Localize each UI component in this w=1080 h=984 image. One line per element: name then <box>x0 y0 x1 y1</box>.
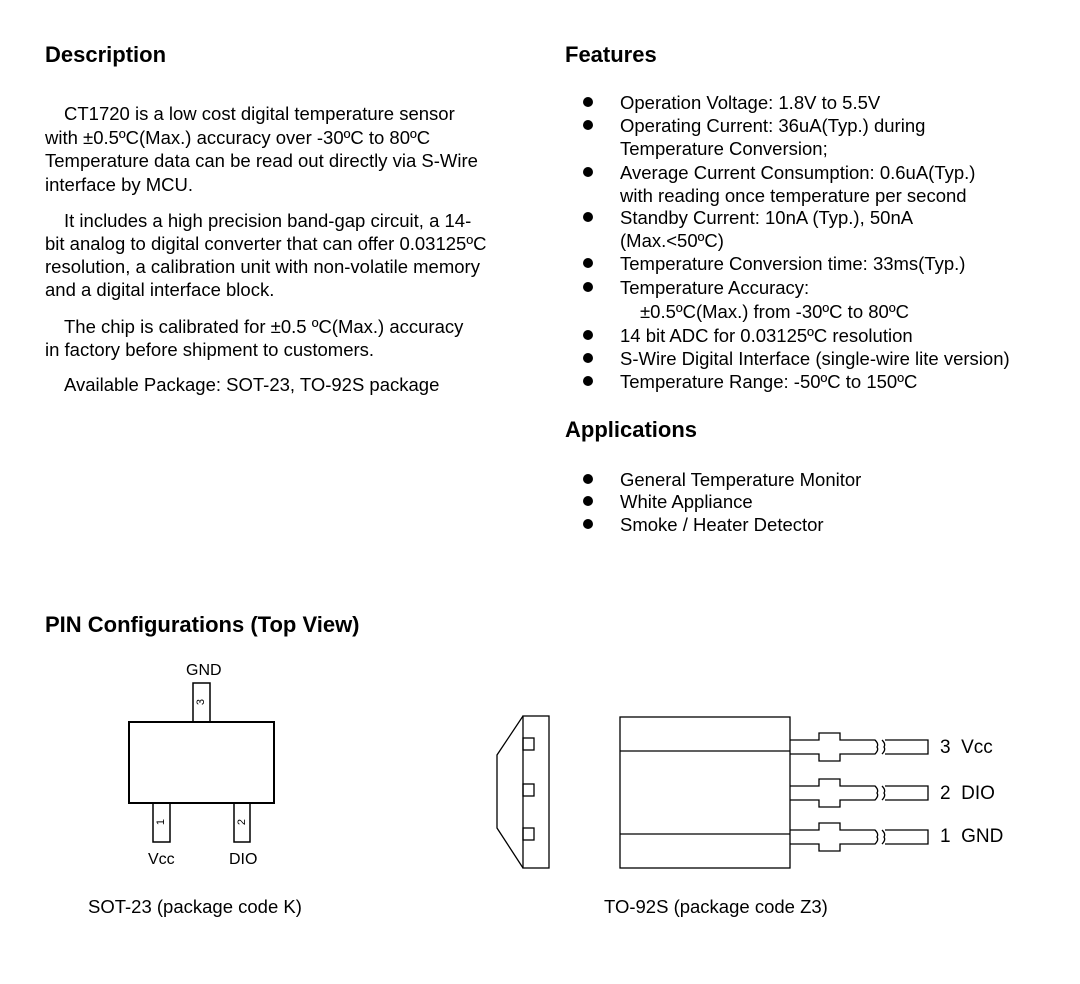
application-item: General Temperature Monitor <box>620 469 862 490</box>
sot23-vcc-label: Vcc <box>148 851 175 868</box>
feature-line: Operating Current: 36uA(Typ.) during <box>620 115 926 136</box>
feature-line: Standby Current: 10nA (Typ.), 50nA <box>620 207 914 228</box>
feature-line: Average Current Consumption: 0.6uA(Typ.) <box>620 162 976 183</box>
feature-line: Temperature Conversion time: 33ms(Typ.) <box>620 253 966 274</box>
text-line: interface by MCU. <box>45 174 194 195</box>
sot23-dio-label: DIO <box>229 851 258 868</box>
bullet-icon <box>583 330 593 340</box>
bullet-icon <box>583 120 593 130</box>
text-line: with ±0.5ºC(Max.) accuracy over -30ºC to… <box>45 127 431 148</box>
feature-line: ±0.5ºC(Max.) from -30ºC to 80ºC <box>640 301 909 322</box>
text-line: resolution, a calibration unit with non-… <box>45 256 480 277</box>
lead-pin <box>790 732 929 762</box>
feature-line: 14 bit ADC for 0.03125ºC resolution <box>620 325 913 346</box>
sot23-diagram <box>128 682 275 843</box>
feature-line: with reading once temperature per second <box>620 185 967 206</box>
feature-line: Temperature Accuracy: <box>620 277 810 298</box>
bullet-icon <box>583 258 593 268</box>
text-line: and a digital interface block. <box>45 279 275 300</box>
feature-line: Temperature Range: -50ºC to 150ºC <box>620 371 918 392</box>
features-heading: Features <box>565 42 657 67</box>
bullet-icon <box>583 167 593 177</box>
to92s-caption: TO-92S (package code Z3) <box>604 896 828 917</box>
to92s-diagram <box>496 715 929 869</box>
description-heading: Description <box>45 42 167 67</box>
feature-line: Operation Voltage: 1.8V to 5.5V <box>620 92 881 113</box>
application-item: Smoke / Heater Detector <box>620 514 824 535</box>
text-line: in factory before shipment to customers. <box>45 339 375 360</box>
sot23-pin3-number: 3 <box>195 698 208 706</box>
pin-config-heading: PIN Configurations (Top View) <box>45 612 360 637</box>
bullet-icon <box>583 496 593 506</box>
feature-line: (Max.<50ºC) <box>620 230 724 251</box>
text-line: Temperature data can be read out directl… <box>45 150 478 171</box>
application-item: White Appliance <box>620 491 753 512</box>
text-line: It includes a high precision band-gap ci… <box>64 210 472 231</box>
sot23-pin1-number: 1 <box>155 818 168 826</box>
bullet-icon <box>583 282 593 292</box>
bullet-icon <box>583 353 593 363</box>
bullet-icon <box>583 519 593 529</box>
bullet-icon <box>583 376 593 386</box>
sot23-gnd-label: GND <box>186 662 222 679</box>
sot23-caption: SOT-23 (package code K) <box>88 896 302 917</box>
feature-line: Temperature Conversion; <box>620 138 828 159</box>
text-line: CT1720 is a low cost digital temperature… <box>64 103 455 124</box>
to92s-pin1-label: 1 GND <box>940 826 1004 847</box>
text-line: Available Package: SOT-23, TO-92S packag… <box>64 374 440 395</box>
to92s-pin2-label: 2 DIO <box>940 783 995 804</box>
lead-pin <box>790 778 929 808</box>
to92s-pin3-label: 3 Vcc <box>940 737 993 758</box>
bullet-icon <box>583 212 593 222</box>
applications-heading: Applications <box>565 417 698 442</box>
lead-pin <box>790 822 929 852</box>
text-line: The chip is calibrated for ±0.5 ºC(Max.)… <box>64 316 464 337</box>
feature-line: S-Wire Digital Interface (single-wire li… <box>620 348 1010 369</box>
bullet-icon <box>583 97 593 107</box>
sot23-pin2-number: 2 <box>236 818 249 826</box>
bullet-icon <box>583 474 593 484</box>
text-line: bit analog to digital converter that can… <box>45 233 487 254</box>
